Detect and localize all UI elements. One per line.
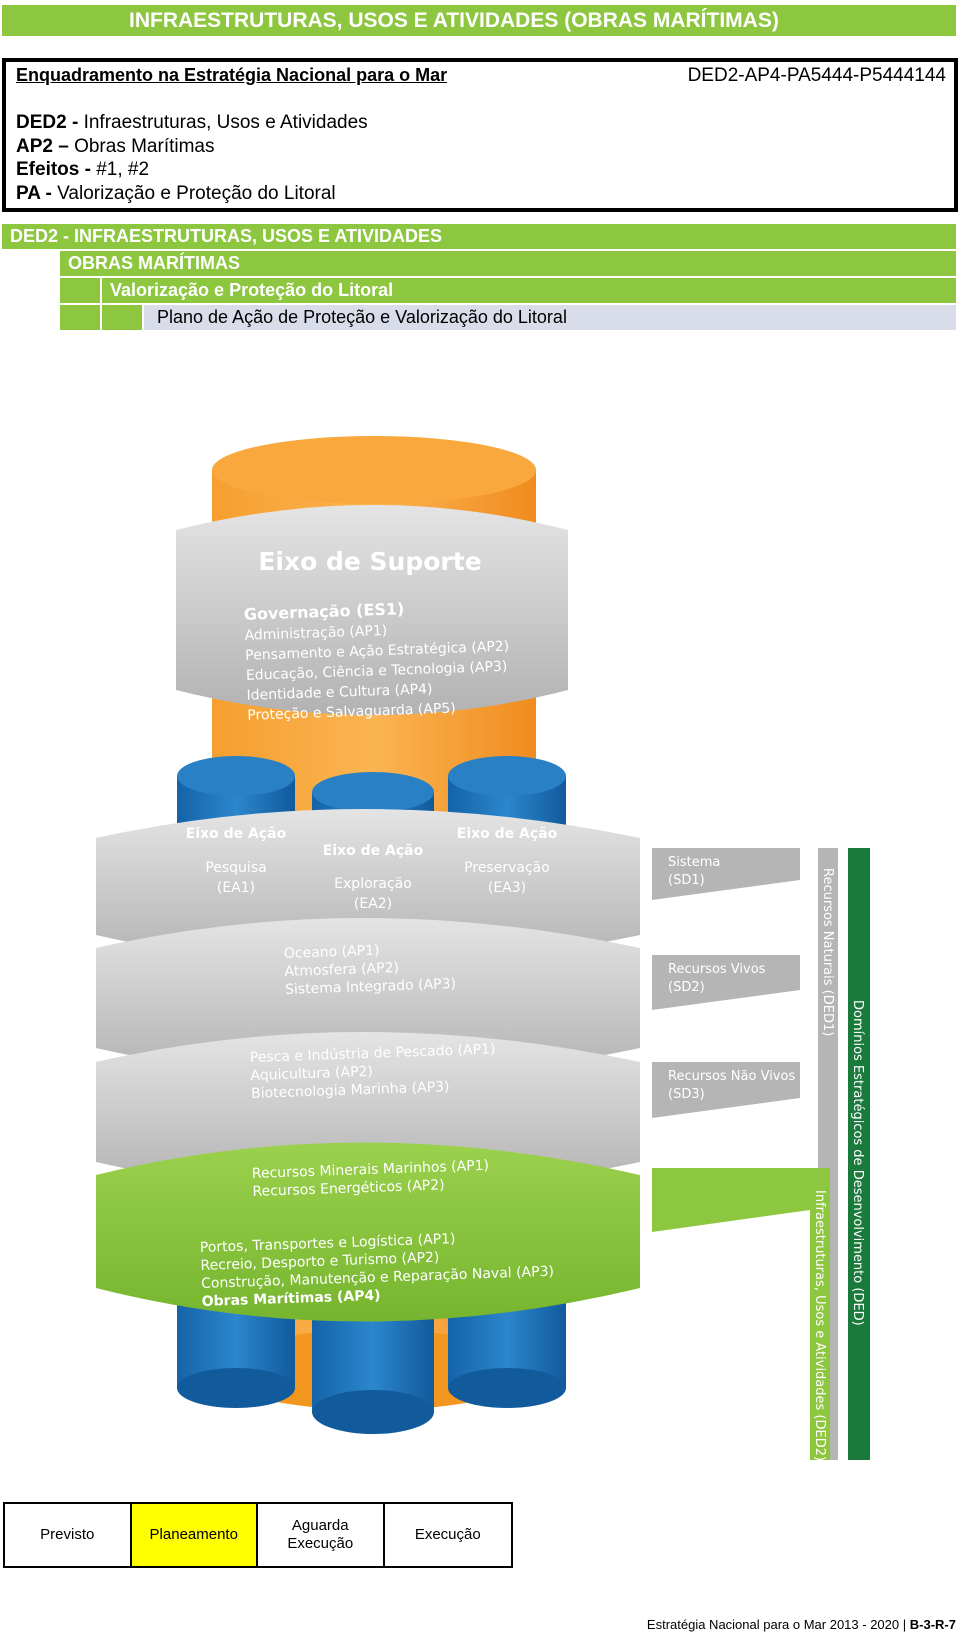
band2-line: Biotecnologia Marinha (AP3) xyxy=(251,1079,450,1102)
band1-line: Sistema Integrado (AP3) xyxy=(285,976,456,998)
ded1-label: Recursos Naturais (DED1) xyxy=(820,868,835,1036)
hierarchy-indent xyxy=(60,305,100,330)
hierarchy-level2: OBRAS MARÍTIMAS xyxy=(60,251,956,276)
strategy-diagram: Eixo de Suporte Governação (ES1) Adminis… xyxy=(96,436,870,1460)
framework-line-pa: PA - Valorização e Proteção do Litoral xyxy=(16,182,336,204)
hierarchy-level4: Plano de Ação de Proteção e Valorização … xyxy=(144,305,956,330)
support-line: Administração (AP1) xyxy=(244,623,387,644)
sd3-label: Recursos Não Vivos xyxy=(668,1069,795,1084)
legend-aguarda-execucao: Aguarda Execução xyxy=(258,1504,385,1566)
sd1-tab xyxy=(652,848,800,900)
hierarchy-indent xyxy=(60,278,100,303)
band1-line: Oceano (AP1) xyxy=(284,943,380,962)
legend-planeamento: Planeamento xyxy=(131,1504,258,1566)
ring-band-green xyxy=(96,1142,640,1322)
axis-code: (EA1) xyxy=(217,880,255,896)
sd1-label: Sistema xyxy=(668,855,720,870)
sd2-label: Recursos Vivos xyxy=(668,962,766,977)
ded2-tab xyxy=(652,1168,810,1232)
band1-line: Atmosfera (AP2) xyxy=(284,960,399,980)
axis-title: Eixo de Ação xyxy=(457,826,558,842)
legend-execucao: Execução xyxy=(414,1526,481,1543)
axis-name: Pesquisa xyxy=(205,860,266,876)
axis-code: (EA3) xyxy=(488,880,526,896)
page-footer: Estratégia Nacional para o Mar 2013 - 20… xyxy=(647,1617,956,1632)
status-legend: Previsto Planeamento Aguarda Execução Ex… xyxy=(3,1502,513,1568)
framework-box xyxy=(2,58,958,212)
ded-bar xyxy=(848,848,870,1460)
sd1-code: (SD1) xyxy=(668,873,705,888)
hierarchy-level3: Valorização e Proteção do Litoral xyxy=(102,278,956,303)
axis-name: Exploração xyxy=(334,876,412,892)
page-title: INFRAESTRUTURAS, USOS E ATIVIDADES (OBRA… xyxy=(2,5,956,36)
footer-text: Estratégia Nacional para o Mar 2013 - 20… xyxy=(646,1617,900,1632)
support-band xyxy=(176,505,568,715)
footer-separator: | xyxy=(902,1617,907,1632)
axis-name: Preservação xyxy=(464,860,550,876)
axis-title: Eixo de Ação xyxy=(323,843,424,859)
band3-line: Recursos Energéticos (AP2) xyxy=(252,1177,445,1200)
band4-line: Obras Marítimas (AP4) xyxy=(201,1288,380,1310)
sd2-code: (SD2) xyxy=(668,980,705,995)
framework-heading: Enquadramento na Estratégia Nacional par… xyxy=(16,65,448,85)
hierarchy-level1: DED2 - INFRAESTRUTURAS, USOS E ATIVIDADE… xyxy=(2,224,956,249)
framework-line-ap2: AP2 – Obras Marítimas xyxy=(16,135,215,157)
axis-title: Eixo de Ação xyxy=(186,826,287,842)
band2-line: Aquicultura (AP2) xyxy=(250,1064,373,1084)
hierarchy-indent xyxy=(102,305,142,330)
legend-previsto: Previsto xyxy=(5,1504,132,1566)
sd3-code: (SD3) xyxy=(668,1087,705,1102)
axis-code: (EA2) xyxy=(354,896,392,912)
framework-line-ded2: DED2 - Infraestruturas, Usos e Atividade… xyxy=(16,112,368,133)
sd2-tab xyxy=(652,955,800,1010)
framework-lines: DED2 - Infraestruturas, Usos e Atividade… xyxy=(16,111,368,205)
sd3-tab xyxy=(652,1062,800,1118)
ded-label: Domínios Estratégicos de Desenvolvimento… xyxy=(850,1000,865,1326)
support-title: Eixo de Suporte xyxy=(258,547,481,576)
framework-code: DED2-AP4-PA5444-P5444144 xyxy=(687,65,946,86)
support-line: Proteção e Salvaguarda (AP5) xyxy=(247,701,456,724)
footer-page: B-3-R-7 xyxy=(909,1617,956,1632)
ded2-label: Infraestruturas, Usos e Atividades (DED2… xyxy=(812,1190,827,1460)
framework-line-effects: Efeitos - #1, #2 xyxy=(16,159,150,180)
ring-band-2 xyxy=(96,918,640,1078)
ded2-bar xyxy=(810,1168,830,1460)
support-line: Identidade e Cultura (AP4) xyxy=(246,681,432,703)
